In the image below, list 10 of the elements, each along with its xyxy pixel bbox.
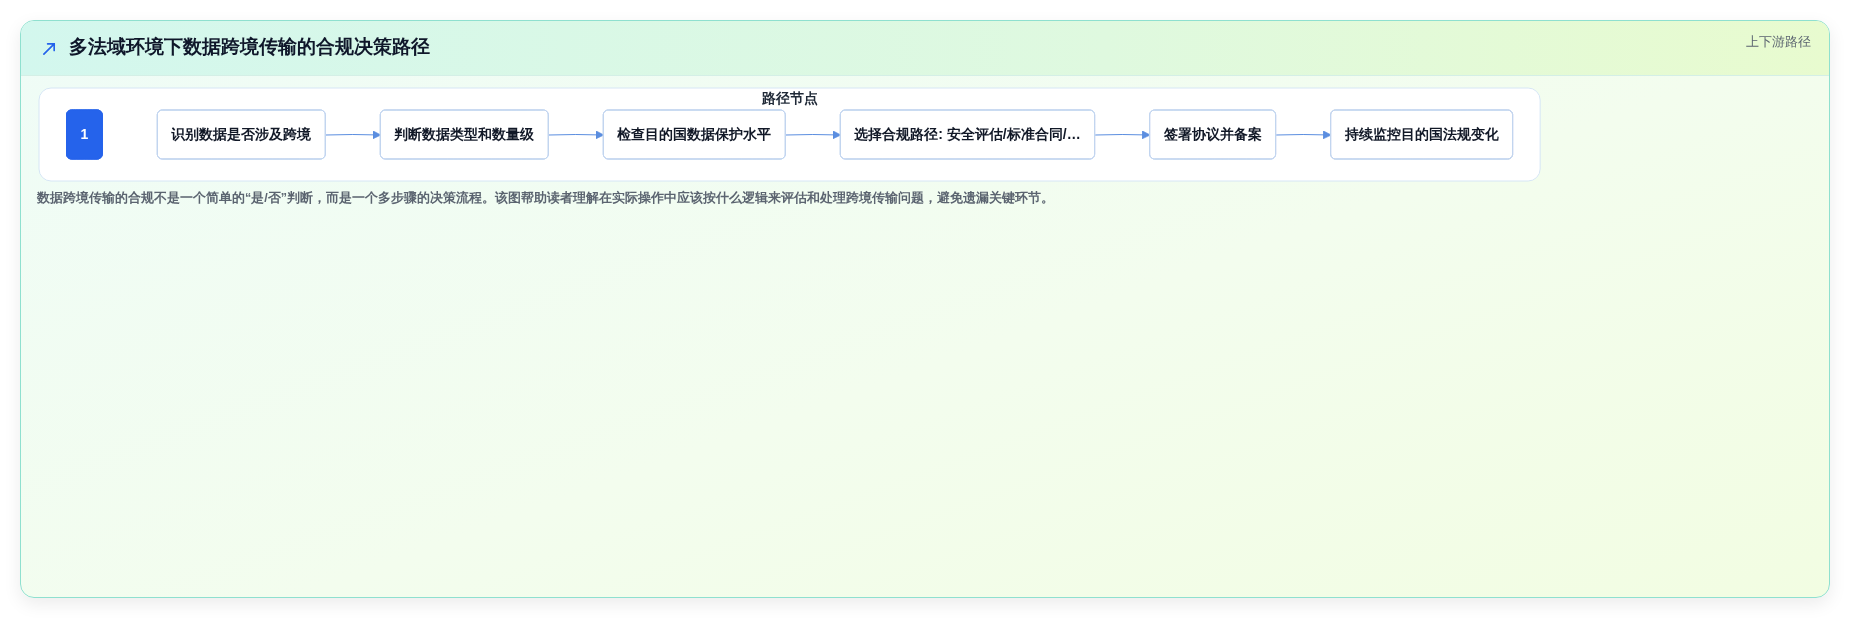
arrow: [1094, 130, 1151, 140]
diagram-title: 多法域环境下数据跨境传输的合规决策路径: [69, 35, 430, 59]
arrow: [1275, 130, 1332, 140]
arrow: [785, 130, 842, 140]
caption-text: 数据跨境传输的合规不是一个简单的“是/否”判断，而是一个多步骤的决策流程。该图帮助读者理解在实际操作中应该按什么逻辑来评估和处理跨境传输问题，避免遗漏关键环节。: [37, 189, 1055, 207]
arrow: [548, 130, 605, 140]
header-label: 上下游路径: [1746, 34, 1811, 49]
card-panel: 多法域环境下数据跨境传输的合规决策路径 上下游路径 路径节点 1 识别数据是否涉及跨境 判断数据类型和数量级 检查目的国数据保护水平 选择合规路径: 安全评估/标准合同/… 签署协议并备案 持续监控目的国法规变化 数据跨境传输的合规不是一个简单的“是/否”判断，而是一个多步骤的决策流程。该图帮助读者理解在实际操作中应该按什么逻辑来评估和处理跨境传输问题，避免遗漏关键环节。: [20, 20, 1830, 598]
cluster: [38, 87, 1541, 182]
arrow: [325, 130, 382, 140]
